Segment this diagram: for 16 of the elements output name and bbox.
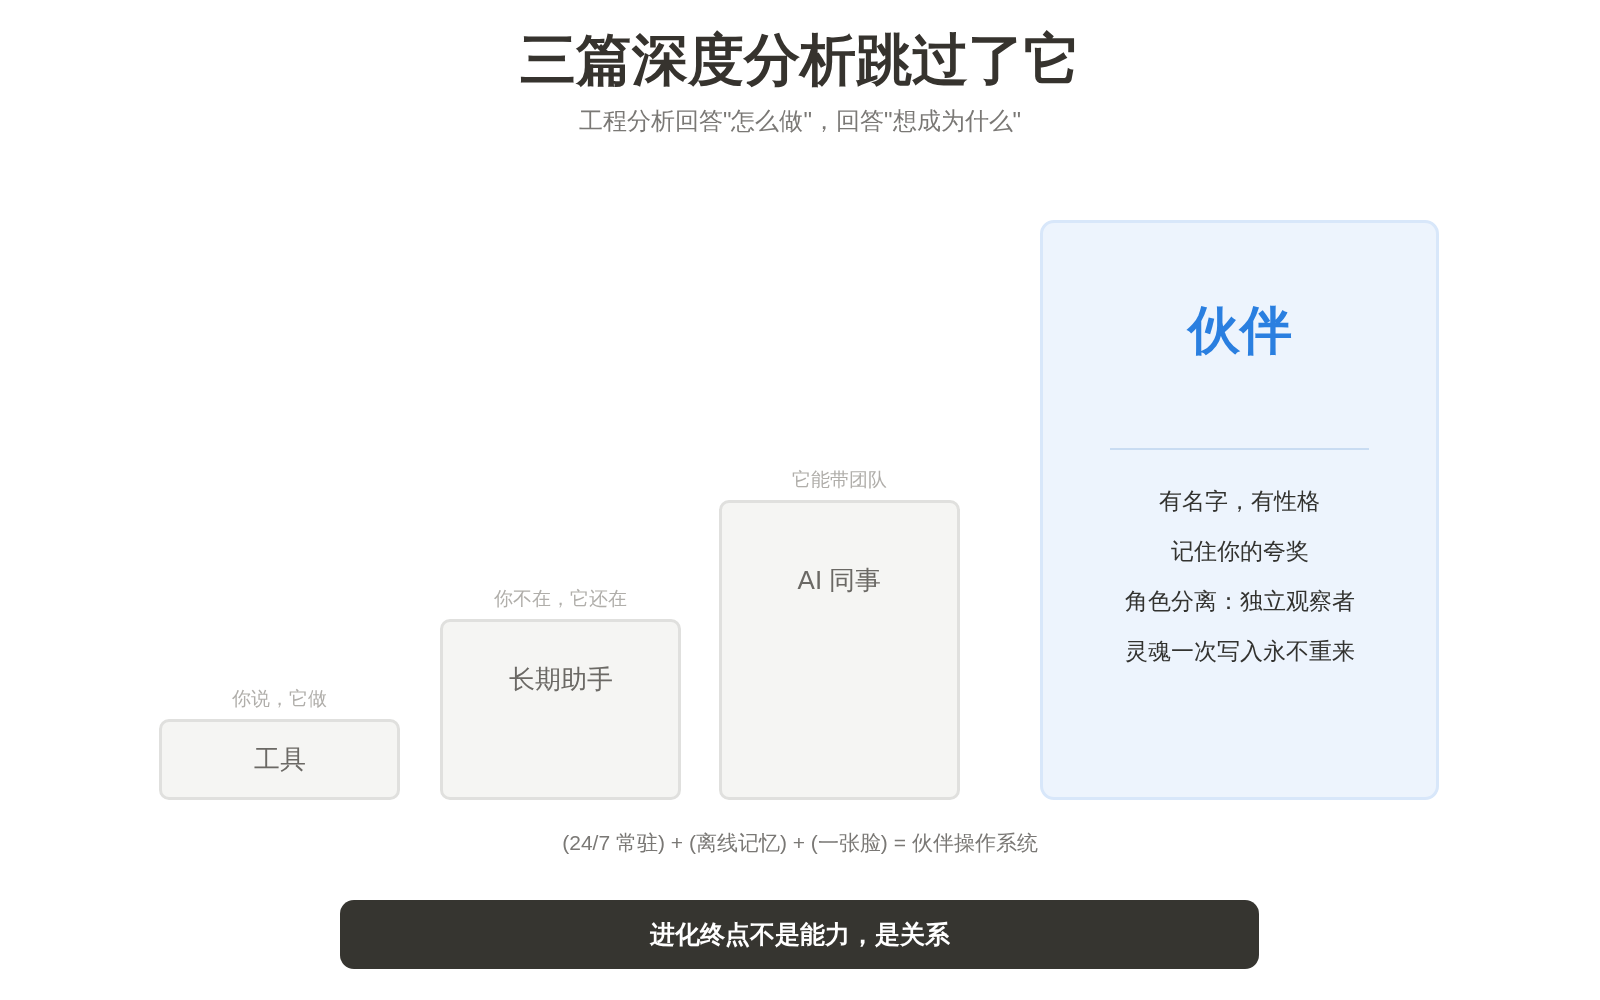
footnote: (24/7 常驻) + (离线记忆) + (一张脸) = 伙伴操作系统 <box>562 829 1038 855</box>
stage-box: 长期助手 <box>440 619 681 800</box>
card-heading: 伙伴 <box>1187 300 1292 361</box>
caption-text: 它能带团队 <box>792 468 887 491</box>
title: 三篇深度分析跳过了它 <box>520 26 1080 93</box>
caption-text: 你不在，它还在 <box>494 587 627 610</box>
stage-box: AI 同事 <box>719 500 960 800</box>
subtitle: 工程分析回答"怎么做"，回答"想成为什么" <box>578 105 1022 135</box>
stage-box: 工具 <box>159 719 400 800</box>
banner: 进化终点不是能力，是关系 <box>340 900 1259 969</box>
caption-text: 你说，它做 <box>232 687 327 710</box>
feature-text: 有名字，有性格 <box>1159 487 1320 515</box>
feature-text: 角色分离：独立观察者 <box>1124 587 1355 615</box>
card <box>1040 220 1439 800</box>
feature-text: 灵魂一次写入永不重来 <box>1124 637 1355 665</box>
feature-text: 记住你的夸奖 <box>1170 537 1309 565</box>
